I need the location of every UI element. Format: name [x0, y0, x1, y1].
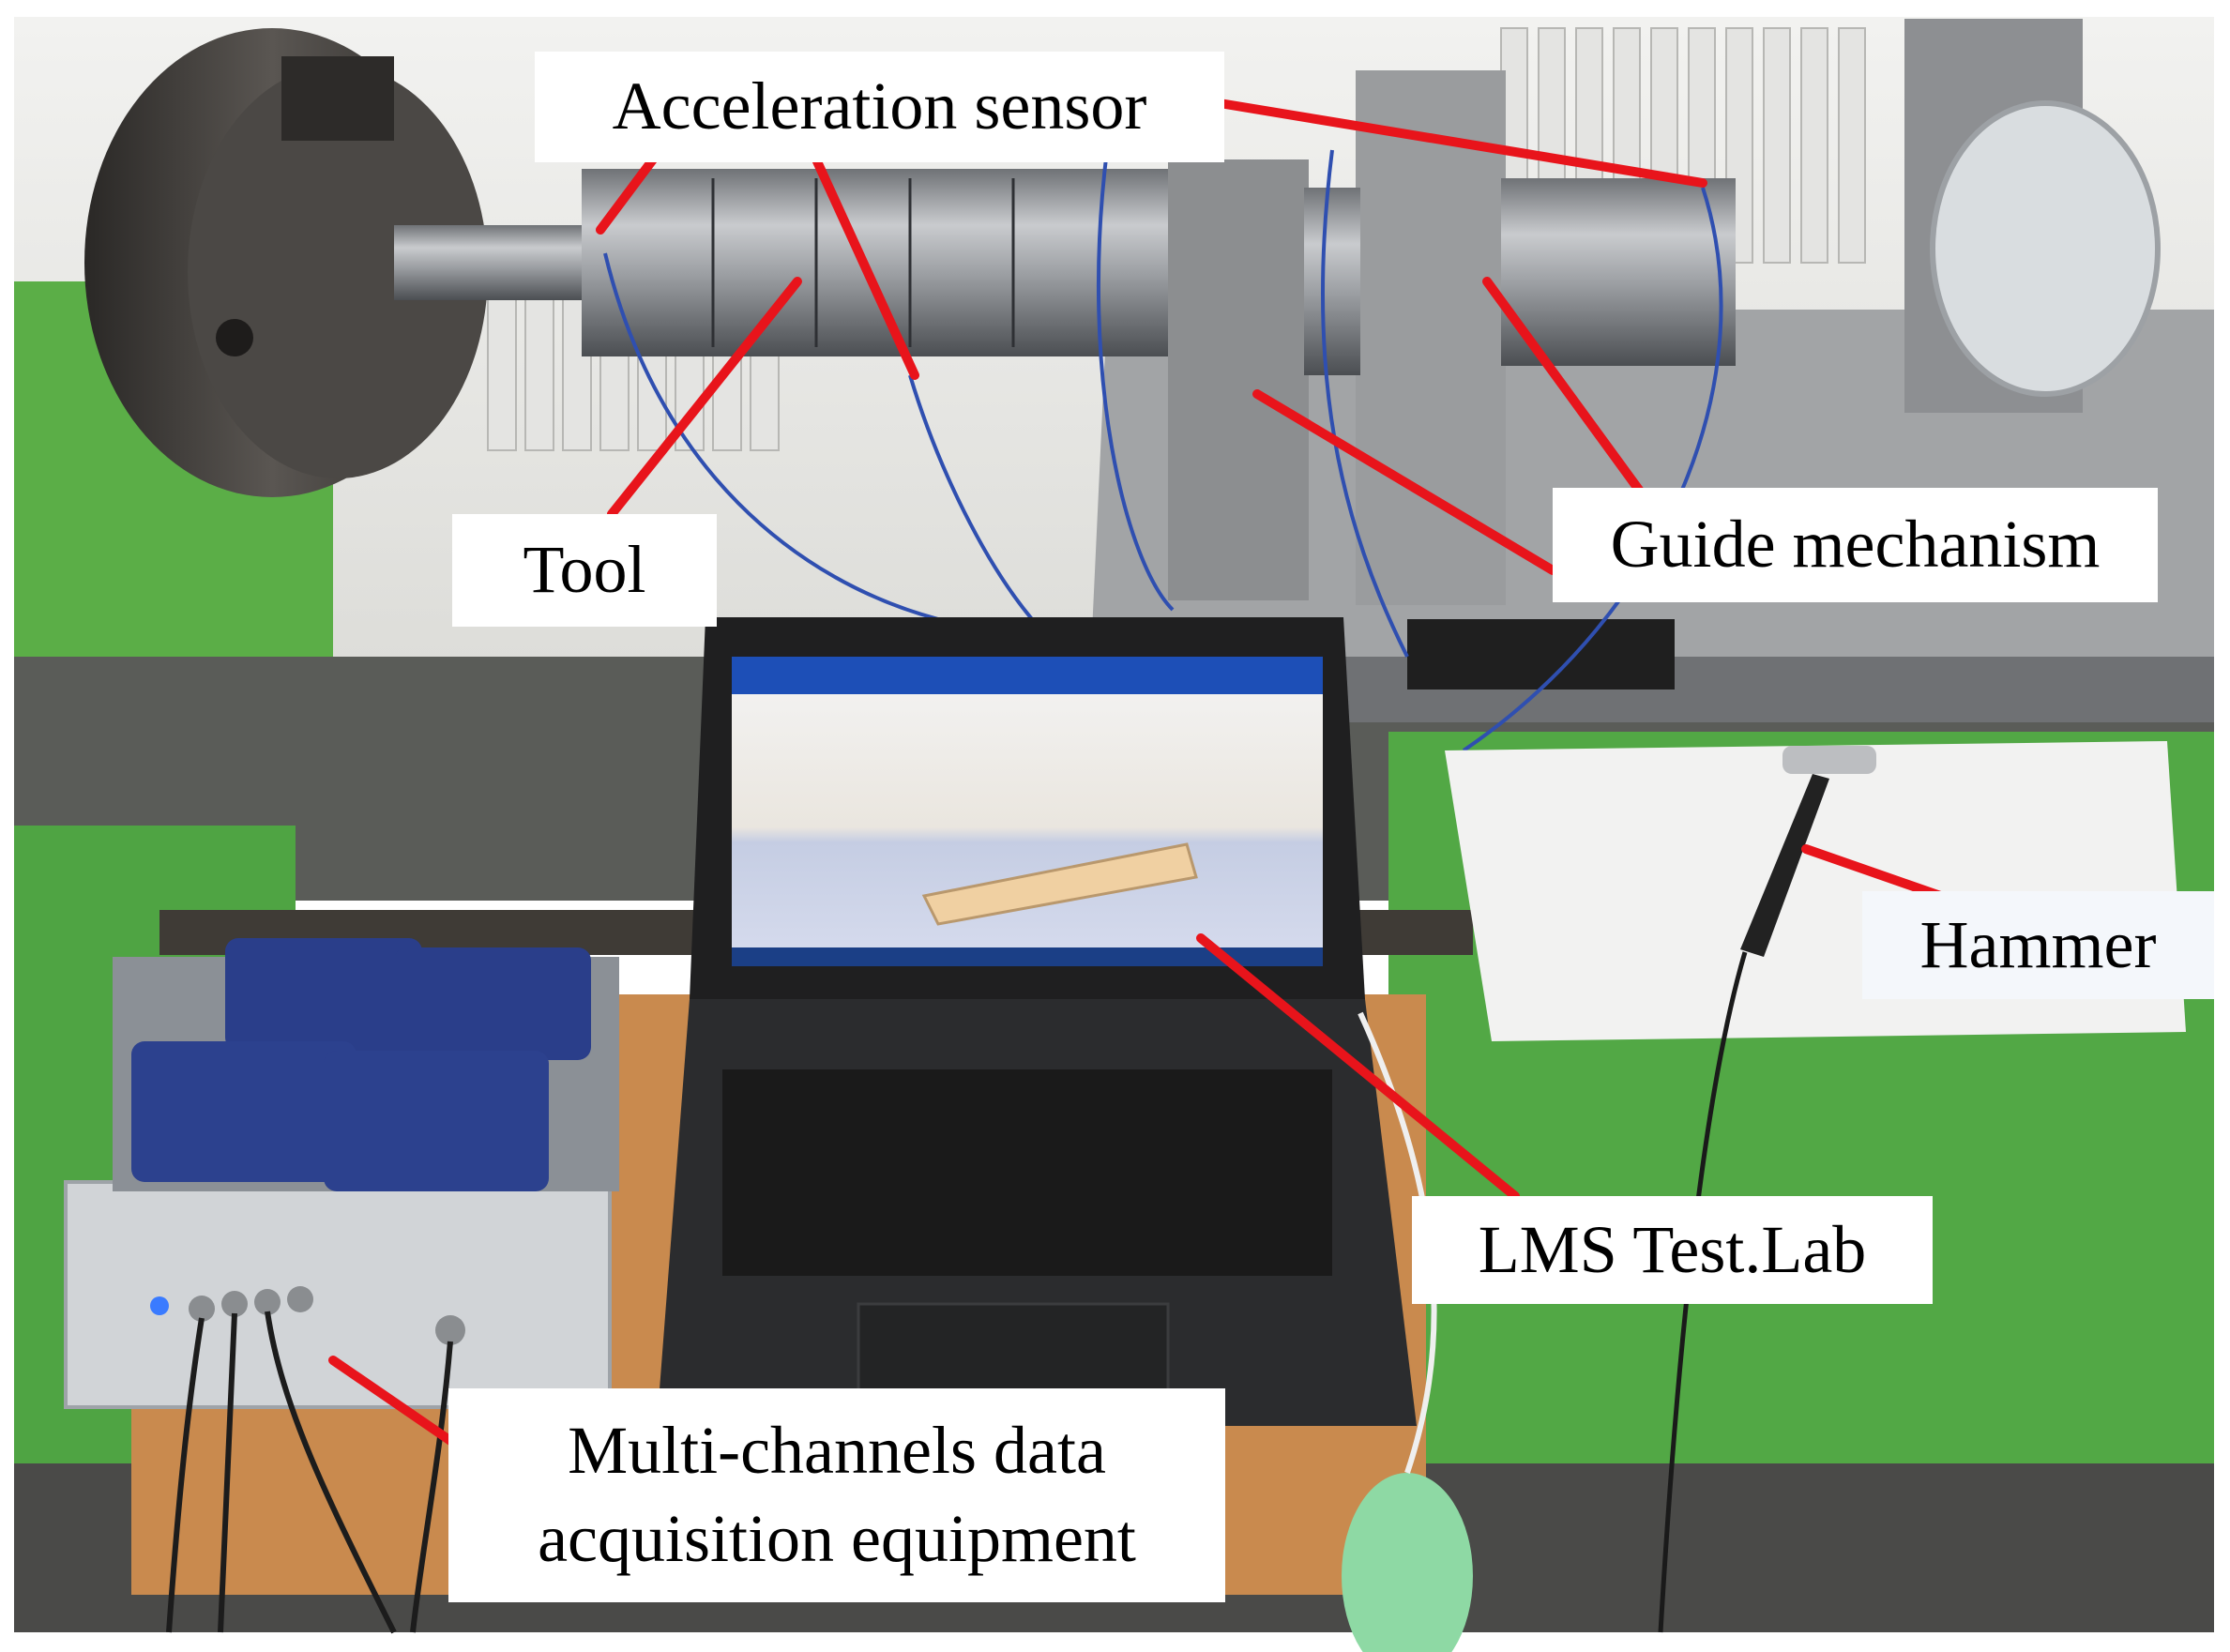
screen-taskbar [732, 947, 1323, 966]
screen-titlebar [732, 657, 1323, 694]
screen-3d-model [921, 842, 1198, 926]
laptop-keyboard [722, 1069, 1332, 1276]
label-daq-line-1: Multi-channels data [568, 1413, 1106, 1489]
laptop-screen [732, 657, 1323, 966]
pcb-module-2 [394, 947, 591, 1060]
gauge-dial [1930, 100, 2161, 397]
daq-power-led [150, 1296, 169, 1315]
label-hammer: Hammer [1862, 891, 2214, 999]
pointer-lms [1196, 933, 1520, 1201]
chuck-hole [216, 319, 253, 356]
label-guide-mechanism: Guide mechanism [1553, 488, 2158, 602]
label-daq-line-2: acquisition equipment [538, 1501, 1136, 1576]
guide-shaft [1304, 188, 1360, 375]
pcb-module-1 [225, 938, 422, 1051]
guide-block-2 [1356, 70, 1506, 605]
pcb-module-4 [324, 1051, 549, 1191]
guide-end-shaft [1501, 178, 1736, 366]
daq-cables [166, 1311, 453, 1634]
pcb-module-3 [131, 1041, 356, 1182]
guide-block-1 [1168, 159, 1309, 600]
pointer-guide-left [1252, 389, 1557, 575]
pointer-accel-right [1215, 99, 1707, 188]
pointer-accel-middle [802, 134, 919, 380]
label-acceleration-sensor: Acceleration sensor [535, 52, 1224, 162]
chuck-jaw [281, 56, 394, 141]
label-lms-test-lab: LMS Test.Lab [1412, 1196, 1933, 1304]
daq-connectors [189, 1286, 465, 1345]
hammer-handle [1740, 774, 1829, 957]
mouse [1342, 1473, 1473, 1652]
daq-base [64, 1180, 612, 1409]
hammer-head [1782, 746, 1876, 774]
clamp-bar [1407, 619, 1675, 690]
laptop-touchpad [857, 1302, 1170, 1400]
shaft-marks [711, 178, 1015, 347]
label-tool: Tool [452, 514, 717, 627]
tool-holder [394, 225, 610, 300]
label-daq-equipment: Multi-channels data acquisition equipmen… [448, 1388, 1225, 1602]
pointer-tool [607, 277, 802, 519]
chuck-face [188, 66, 488, 478]
pointer-guide-right [1482, 277, 1656, 511]
tool-shaft [582, 169, 1182, 356]
